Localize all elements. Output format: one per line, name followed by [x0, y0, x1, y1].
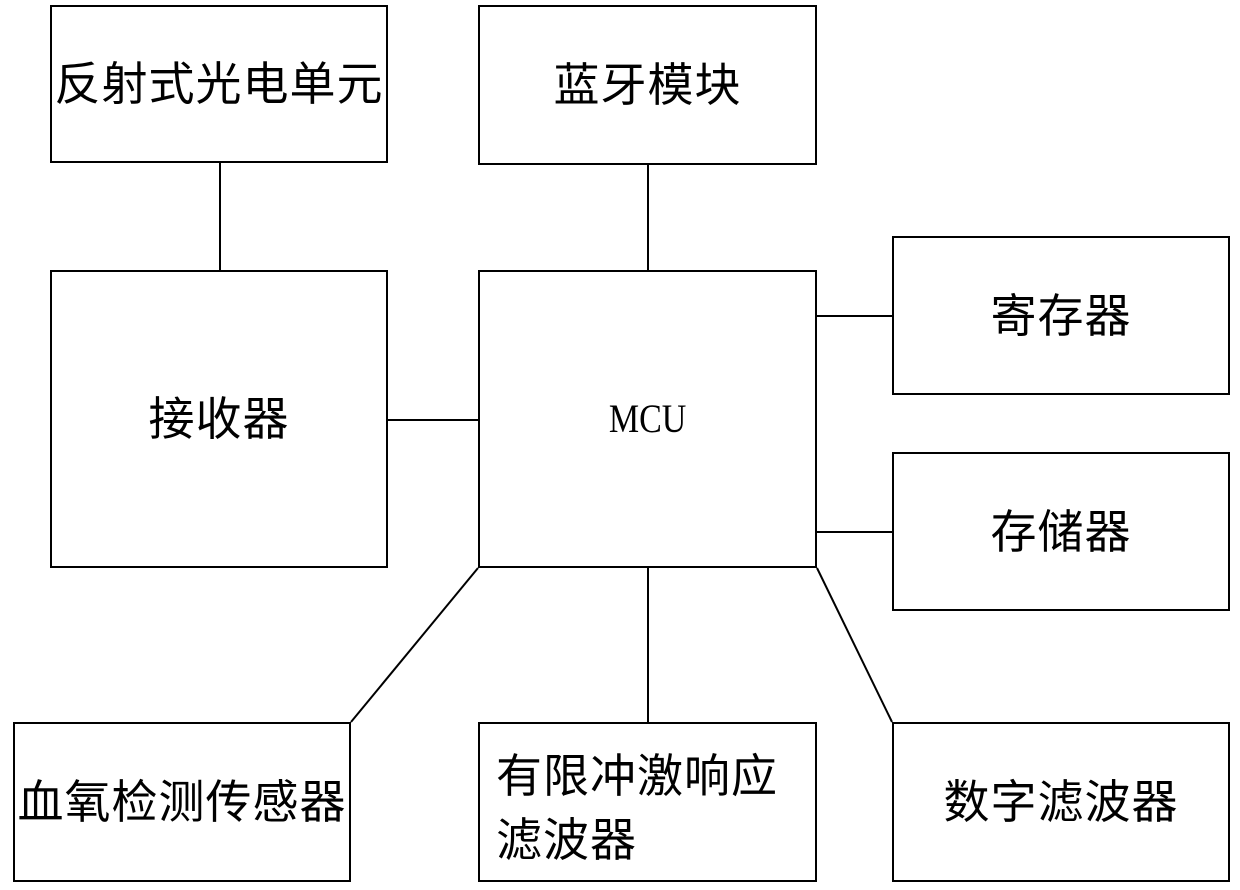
connector-mcu-to-blood-oxygen-sensor — [351, 568, 478, 722]
block-label: 反射式光电单元 — [55, 61, 384, 107]
block-register: 寄存器 — [892, 236, 1230, 395]
block-digital-filter: 数字滤波器 — [892, 722, 1230, 882]
block-bluetooth-module: 蓝牙模块 — [478, 5, 817, 165]
block-label: 寄存器 — [991, 293, 1132, 339]
block-blood-oxygen-sensor: 血氧检测传感器 — [13, 722, 351, 882]
block-label: 数字滤波器 — [944, 779, 1179, 825]
block-label: 接收器 — [149, 396, 290, 442]
connector-mcu-to-digital-filter — [817, 568, 892, 722]
block-label: 存储器 — [991, 509, 1132, 555]
block-label: 蓝牙模块 — [554, 62, 742, 108]
block-label: MCU — [609, 399, 686, 439]
block-receiver: 接收器 — [50, 270, 388, 568]
block-fir-filter: 有限冲激响应滤波器 — [478, 722, 817, 882]
block-label: 血氧检测传感器 — [18, 779, 347, 825]
block-label: 有限冲激响应滤波器 — [496, 744, 801, 872]
block-reflective-photoelectric-unit: 反射式光电单元 — [50, 5, 388, 163]
block-memory: 存储器 — [892, 452, 1230, 611]
block-mcu: MCU — [478, 270, 817, 568]
